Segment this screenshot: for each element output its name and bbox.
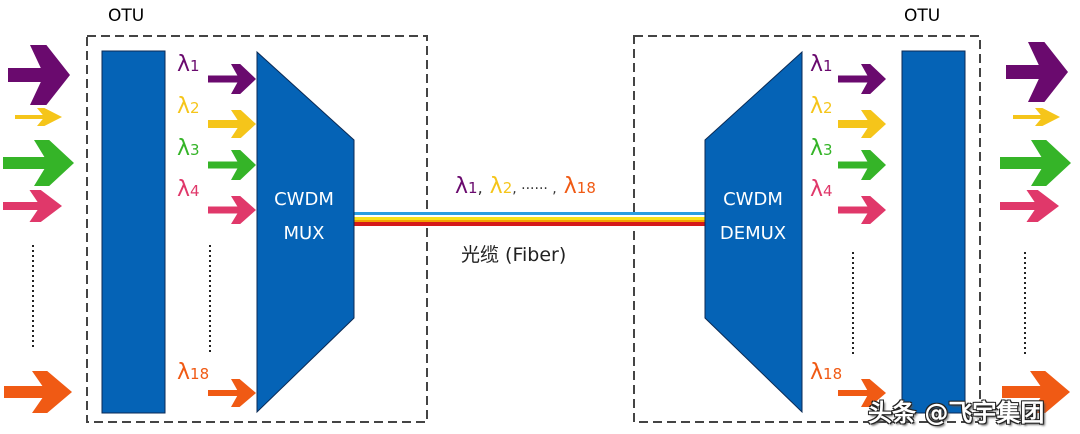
input-arrow-lambda3-icon bbox=[3, 140, 74, 186]
watermark: 头条 @飞宇集团 bbox=[868, 399, 1045, 427]
lambda-symbol: λ bbox=[177, 177, 191, 202]
lambda-symbol: λ bbox=[177, 52, 191, 77]
lambda-index: 18 bbox=[576, 179, 596, 197]
fiber-line-blue bbox=[354, 212, 706, 215]
cwdm-demux-block bbox=[704, 50, 803, 414]
fiber-line-yellow bbox=[354, 217, 706, 220]
lambda-symbol: λ bbox=[563, 174, 577, 199]
right-lambda-1: λ1 bbox=[810, 52, 833, 77]
lambda-symbol: λ bbox=[177, 136, 191, 161]
mux-label: CWDM MUX bbox=[262, 183, 346, 251]
left-lambda-3: λ3 bbox=[177, 136, 200, 161]
output-arrow-lambda1-icon bbox=[1006, 42, 1068, 102]
fiber-lambda-2: λ2 bbox=[490, 174, 513, 199]
output-arrow-lambda18-icon bbox=[1002, 371, 1070, 413]
mux-arrow-lambda2-icon bbox=[208, 110, 256, 138]
right-otu-label: OTU bbox=[904, 6, 941, 26]
lambda-index: 1 bbox=[190, 57, 200, 75]
mux-arrow-lambda4-icon bbox=[208, 196, 256, 224]
mux-label-line1: CWDM bbox=[274, 189, 334, 210]
lambda-symbol: λ bbox=[455, 174, 469, 199]
fiber-caption: 光缆 (Fiber) bbox=[461, 244, 567, 266]
lambda-symbol: λ bbox=[489, 174, 503, 199]
input-arrow-lambda18-icon bbox=[4, 371, 72, 413]
right-otu-box bbox=[633, 35, 981, 423]
input-arrow-lambda1-icon bbox=[8, 45, 70, 105]
left-lambda-4: λ4 bbox=[177, 177, 200, 202]
lambda-symbol: λ bbox=[810, 360, 824, 385]
right-lambda-3: λ3 bbox=[810, 136, 833, 161]
lambda-index: 18 bbox=[823, 365, 843, 383]
output-arrow-lambda3-icon bbox=[1000, 140, 1071, 186]
demux-arrow-lambda2-icon bbox=[838, 110, 886, 138]
lambda-index: 3 bbox=[823, 141, 833, 159]
lambda-index: 2 bbox=[823, 99, 833, 117]
separator: , bbox=[477, 178, 483, 197]
lambda-symbol: λ bbox=[810, 52, 824, 77]
lambda-symbol: λ bbox=[810, 177, 824, 202]
mux-arrow-lambda3-icon bbox=[208, 150, 256, 180]
right-lambda-2: λ2 bbox=[810, 94, 833, 119]
output-arrow-lambda2-icon bbox=[1013, 108, 1060, 126]
lambda-index: 18 bbox=[190, 365, 210, 383]
fiber-wavelength-list: λ1, λ2, ······ , λ18 bbox=[455, 174, 596, 199]
lambda-symbol: λ bbox=[177, 94, 191, 119]
left-lambda-1: λ1 bbox=[177, 52, 200, 77]
separator-ellipsis: , ······ , bbox=[512, 181, 557, 197]
demux-label: CWDM DEMUX bbox=[705, 183, 801, 251]
lambda-symbol: λ bbox=[177, 360, 191, 385]
fiber-line-orange bbox=[354, 220, 706, 222]
cwdm-mux-block bbox=[256, 50, 355, 414]
fiber-line-white bbox=[354, 215, 706, 217]
demux-label-line2: DEMUX bbox=[719, 223, 787, 244]
fiber-cable bbox=[354, 212, 706, 226]
mux-label-line2: MUX bbox=[283, 223, 325, 244]
lambda-index: 1 bbox=[468, 179, 478, 197]
fiber-line-red bbox=[354, 222, 706, 226]
lambda-index: 2 bbox=[502, 179, 513, 197]
lambda-index: 4 bbox=[823, 182, 833, 200]
lambda-symbol: λ bbox=[810, 94, 824, 119]
demux-arrow-lambda18-icon bbox=[838, 379, 886, 407]
input-arrow-lambda2-icon bbox=[15, 108, 62, 126]
mux-arrow-lambda1-icon bbox=[208, 64, 256, 94]
demux-label-line1: CWDM bbox=[723, 189, 783, 210]
left-otu-box bbox=[86, 35, 428, 423]
fiber-lambda-18: λ18 bbox=[564, 174, 596, 199]
fiber-lambda-1: λ1 bbox=[455, 174, 478, 199]
output-arrow-lambda4-icon bbox=[1000, 190, 1059, 222]
mux-arrow-lambda18-icon bbox=[208, 379, 256, 407]
lambda-index: 3 bbox=[190, 141, 200, 159]
left-lambda-2: λ2 bbox=[177, 94, 200, 119]
right-lambda-4: λ4 bbox=[810, 177, 833, 202]
input-arrow-lambda4-icon bbox=[3, 190, 62, 222]
demux-arrow-lambda3-icon bbox=[838, 150, 886, 180]
lambda-index: 4 bbox=[190, 182, 200, 200]
left-otu-block bbox=[101, 50, 166, 414]
lambda-index: 1 bbox=[823, 57, 833, 75]
demux-arrow-lambda1-icon bbox=[838, 64, 886, 94]
right-lambda-18: λ18 bbox=[810, 360, 842, 385]
left-otu-label: OTU bbox=[108, 6, 145, 26]
lambda-symbol: λ bbox=[810, 136, 824, 161]
right-otu-block bbox=[901, 50, 966, 414]
lambda-index: 2 bbox=[190, 99, 200, 117]
demux-arrow-lambda4-icon bbox=[838, 196, 886, 224]
left-lambda-18: λ18 bbox=[177, 360, 209, 385]
